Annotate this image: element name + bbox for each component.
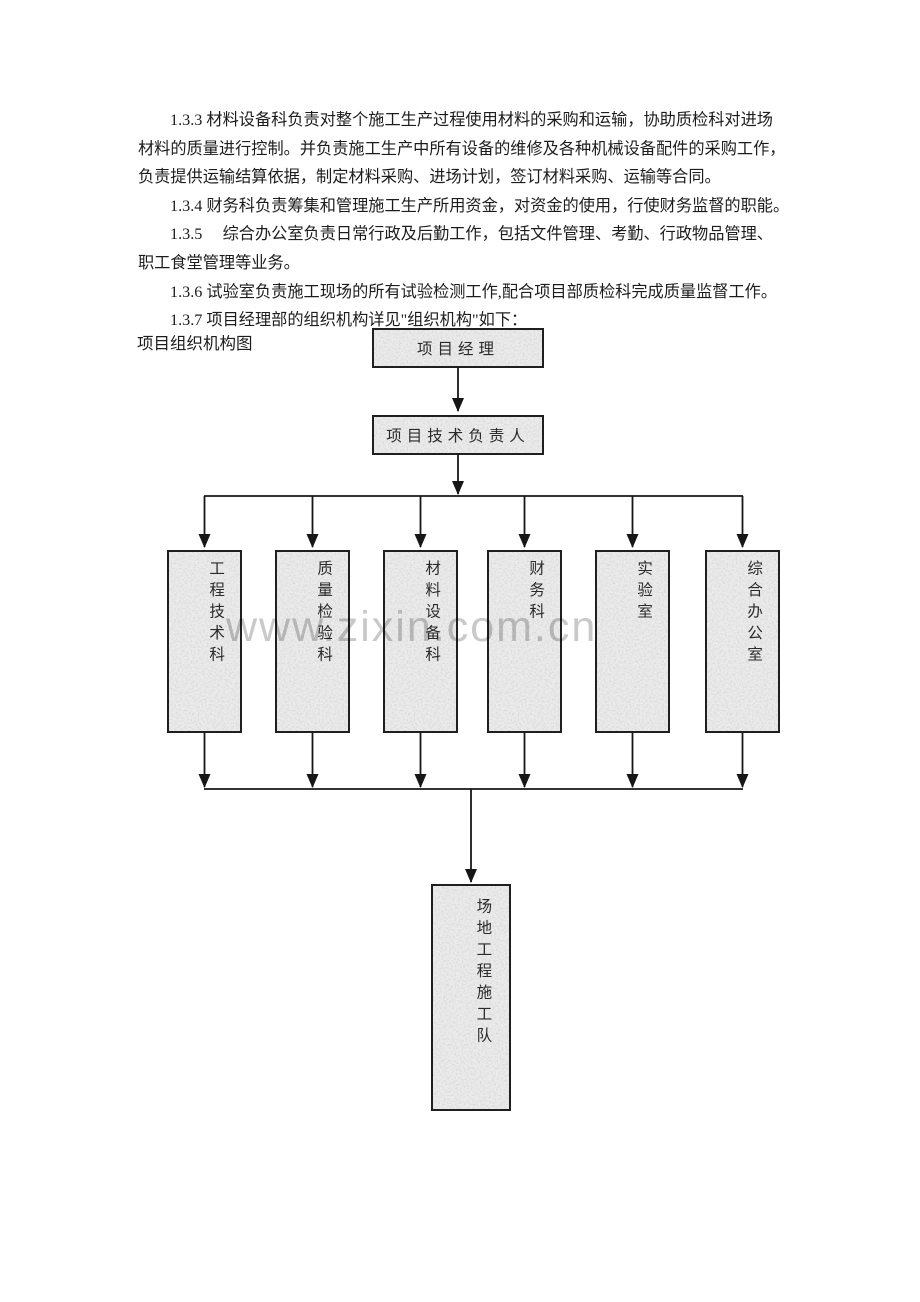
org-node-project-manager: 项目经理	[372, 328, 544, 368]
diagram-caption: 项目组织机构图	[137, 334, 253, 353]
granite-texture	[385, 552, 456, 731]
granite-texture	[169, 552, 240, 731]
arrows-departments-to-bus	[198, 733, 749, 788]
org-node-label: 场地工程施工队	[474, 898, 492, 1049]
granite-texture	[277, 552, 348, 731]
granite-texture	[597, 552, 668, 731]
granite-texture	[433, 886, 509, 1109]
org-node-dept-laboratory: 实验室	[595, 550, 670, 733]
doc-line: 1.3.5 综合办公室负责日常行政及后勤工作，包括文件管理、考勤、行政物品管理、	[170, 225, 773, 244]
arrows-bus-to-departments	[198, 496, 749, 548]
granite-texture	[374, 417, 542, 453]
org-node-dept-general-office: 综合办公室	[705, 550, 780, 733]
org-node-dept-quality-inspection: 质量检验科	[275, 550, 350, 733]
doc-line: 负责提供运输结算依据，制定材料采购、进场计划，签订材料采购、运输等合同。	[138, 168, 721, 187]
org-node-dept-engineering-tech: 工程技术科	[167, 550, 242, 733]
granite-texture	[489, 552, 560, 731]
doc-line: 1.3.6 试验室负责施工现场的所有试验检测工作,配合项目部质检科完成质量监督工…	[170, 282, 778, 301]
doc-line: 1.3.4 财务科负责筹集和管理施工生产所用资金，对资金的使用，行使财务监督的职…	[170, 196, 790, 215]
org-node-label: 综合办公室	[745, 560, 763, 668]
org-node-label: 实验室	[635, 560, 653, 625]
org-node-label: 质量检验科	[315, 560, 333, 668]
org-node-label: 材料设备科	[423, 560, 441, 668]
org-node-label: 项目经理	[416, 341, 499, 358]
granite-texture	[374, 330, 542, 366]
body-text: 1.3.3 材料设备科负责对整个施工生产过程使用材料的采购和运输，协助质检科对进…	[138, 106, 798, 335]
org-node-label: 工程技术科	[207, 560, 225, 668]
doc-line: 1.3.3 材料设备科负责对整个施工生产过程使用材料的采购和运输，协助质检科对进…	[170, 111, 773, 129]
doc-line: 1.3.7 项目经理部的组织机构详见"组织机构"如下：	[170, 311, 528, 330]
org-node-label: 财务科	[527, 560, 545, 625]
doc-line: 材料的质量进行控制。并负责施工生产中所有设备的维修及各种机械设备配件的采购工作，	[138, 139, 786, 158]
org-node-construction-team: 场地工程施工队	[431, 884, 511, 1111]
granite-texture	[707, 552, 778, 731]
org-node-technical-director: 项目技术负责人	[372, 415, 544, 455]
org-node-label: 项目技术负责人	[386, 428, 530, 445]
org-node-dept-materials-equipment: 材料设备科	[383, 550, 458, 733]
doc-line: 职工食堂管理等业务。	[138, 253, 300, 272]
org-node-dept-finance: 财务科	[487, 550, 562, 733]
